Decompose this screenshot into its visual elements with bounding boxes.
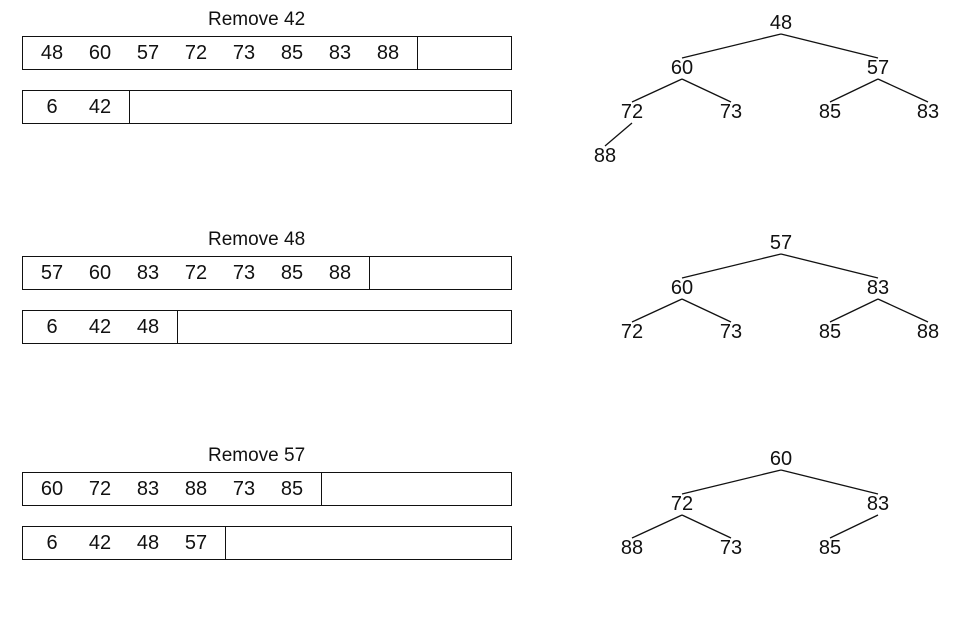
tree-edge	[780, 253, 879, 279]
tree-node: 60	[770, 448, 792, 470]
tree-node: 60	[671, 57, 693, 79]
sorted-cell: 48	[136, 316, 160, 338]
heap-cell: 83	[328, 42, 352, 64]
tree-edge	[681, 469, 782, 495]
tree-edge	[829, 78, 879, 103]
tree-edge	[604, 122, 633, 147]
tree-edge	[829, 514, 879, 539]
tree-node: 83	[917, 101, 939, 123]
step-2: Remove 48 57 60 83 72 73 85 88 6 42 48 57 60 83 72 7…	[0, 229, 966, 419]
heap-filled-cells: 48 60 57 72 73 85 83 88	[23, 37, 418, 69]
tree-edge	[681, 78, 732, 103]
sorted-array: 6 42 48 57	[22, 526, 512, 560]
tree-edge	[877, 298, 929, 323]
tree-node: 72	[621, 101, 643, 123]
heap-cell: 73	[232, 262, 256, 284]
sorted-cell: 48	[136, 532, 160, 554]
tree-edge	[681, 253, 782, 279]
heap-cell: 73	[232, 42, 256, 64]
heap-cell: 88	[184, 478, 208, 500]
sorted-cell: 6	[46, 316, 58, 338]
tree-node: 57	[867, 57, 889, 79]
tree-node: 88	[621, 537, 643, 559]
tree-node: 85	[819, 321, 841, 343]
heap-cell: 57	[40, 262, 64, 284]
tree-edge	[631, 78, 683, 103]
tree-edge	[631, 514, 683, 539]
heap-array: 48 60 57 72 73 85 83 88	[22, 36, 512, 70]
tree-node: 88	[594, 145, 616, 167]
step-caption: Remove 57	[208, 445, 306, 466]
heap-cell: 88	[376, 42, 400, 64]
tree-node: 72	[621, 321, 643, 343]
sorted-cell: 6	[46, 96, 58, 118]
step-3: Remove 57 60 72 83 88 73 85 6 42 48 57 60 72 83 88 7…	[0, 445, 966, 635]
heap-filled-cells: 60 72 83 88 73 85	[23, 473, 322, 505]
heap-cell: 83	[136, 262, 160, 284]
tree-edge	[681, 514, 732, 539]
heap-cell: 72	[184, 262, 208, 284]
heap-cell: 60	[88, 262, 112, 284]
heap-array: 60 72 83 88 73 85	[22, 472, 512, 506]
tree-node: 73	[720, 537, 742, 559]
sorted-cell: 42	[88, 532, 112, 554]
sorted-array: 6 42	[22, 90, 512, 124]
tree-node: 83	[867, 277, 889, 299]
heap-tree: 60 72 83 88 73 85	[621, 448, 889, 559]
tree-node: 83	[867, 493, 889, 515]
tree-edge	[780, 469, 879, 495]
heap-filled-cells: 57 60 83 72 73 85 88	[23, 257, 370, 289]
tree-node: 73	[720, 101, 742, 123]
sorted-array: 6 42 48	[22, 310, 512, 344]
heap-tree: 48 60 57 72 73 85 83 88	[594, 12, 939, 167]
sorted-filled-cells: 6 42 48 57	[23, 527, 226, 559]
tree-edge	[829, 298, 879, 323]
tree-node: 85	[819, 537, 841, 559]
heap-cell: 60	[40, 478, 64, 500]
step-caption: Remove 42	[208, 9, 306, 30]
tree-node: 88	[917, 321, 939, 343]
tree-edge	[780, 33, 879, 59]
tree-edge	[631, 298, 683, 323]
sorted-cell: 42	[88, 316, 112, 338]
tree-node: 57	[770, 232, 792, 254]
heap-cell: 83	[136, 478, 160, 500]
step-caption: Remove 48	[208, 229, 306, 250]
tree-node: 73	[720, 321, 742, 343]
sorted-cell: 57	[184, 532, 208, 554]
tree-node: 85	[819, 101, 841, 123]
heap-cell: 72	[184, 42, 208, 64]
heap-cell: 88	[328, 262, 352, 284]
tree-edge	[877, 78, 929, 103]
heap-cell: 85	[280, 262, 304, 284]
heap-cell: 85	[280, 478, 304, 500]
step-1: Remove 42 48 60 57 72 73 85 83 88 6 42 48 60 57 72 7…	[0, 9, 966, 199]
heap-cell: 57	[136, 42, 160, 64]
heap-array: 57 60 83 72 73 85 88	[22, 256, 512, 290]
sorted-cell: 42	[88, 96, 112, 118]
heap-cell: 85	[280, 42, 304, 64]
heap-cell: 72	[88, 478, 112, 500]
tree-node: 48	[770, 12, 792, 34]
heap-tree: 57 60 83 72 73 85 88	[621, 232, 939, 343]
heap-cell: 73	[232, 478, 256, 500]
tree-edge	[681, 33, 782, 59]
tree-node: 60	[671, 277, 693, 299]
tree-edge	[681, 298, 732, 323]
heap-cell: 60	[88, 42, 112, 64]
heap-cell: 48	[40, 42, 64, 64]
sorted-filled-cells: 6 42	[23, 91, 130, 123]
sorted-cell: 6	[46, 532, 58, 554]
tree-node: 72	[671, 493, 693, 515]
sorted-filled-cells: 6 42 48	[23, 311, 178, 343]
